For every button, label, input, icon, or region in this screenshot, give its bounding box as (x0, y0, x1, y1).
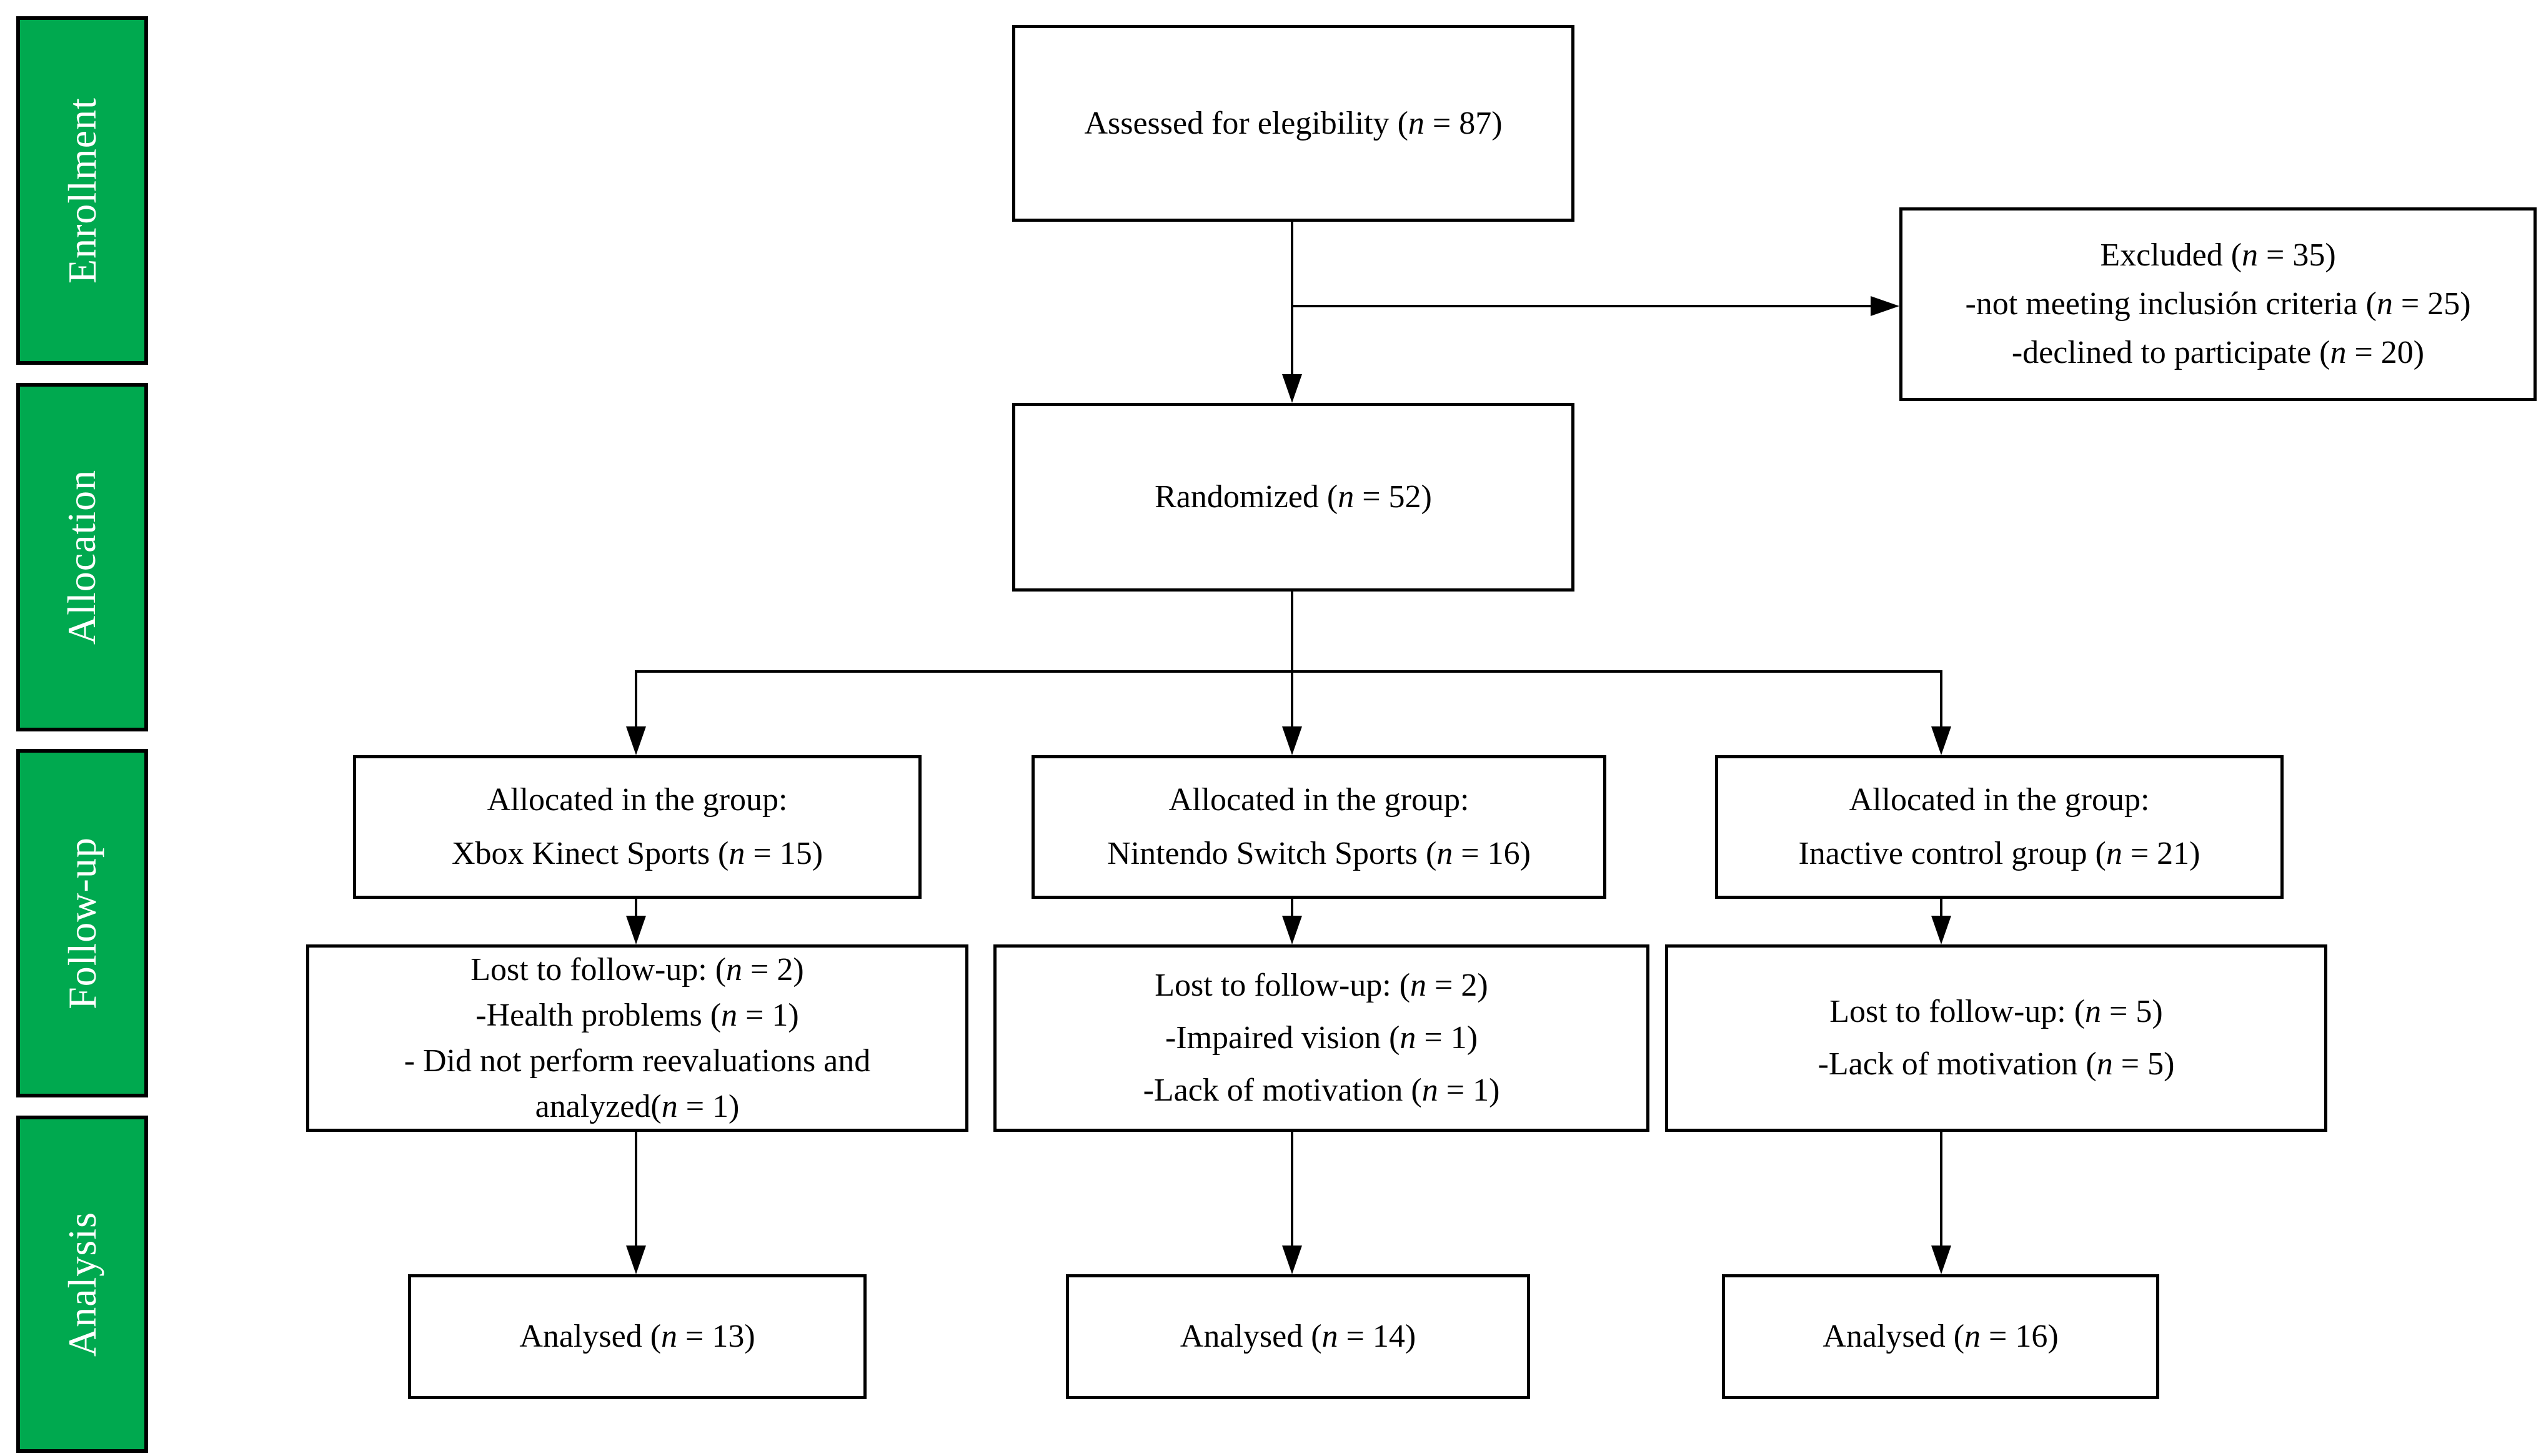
box-allocated-control: Allocated in the group: Inactive control… (1715, 755, 2284, 899)
stage-follow-up: Follow-up (16, 749, 148, 1097)
arrow-followup-to-analysis-right-line (1940, 1132, 1942, 1246)
box-excluded: Excluded (n = 35) -not meeting inclusión… (1899, 207, 2537, 401)
drop-right-line (1940, 670, 1942, 728)
drop-middle-line (1291, 670, 1293, 728)
lost-control-line-2: -Lack of motivation (n = 5) (1817, 1046, 2175, 1082)
allocated-xbox-line-1: Allocated in the group: (487, 782, 788, 818)
lost-nintendo-line-3: -Lack of motivation (n = 1) (1143, 1072, 1500, 1108)
box-randomized: Randomized (n = 52) (1012, 403, 1574, 592)
arrow-allocation-to-followup-middle-line (1291, 899, 1293, 918)
box-analysed-control: Analysed (n = 16) (1722, 1274, 2159, 1399)
arrow-allocation-to-followup-left-head (626, 916, 646, 944)
allocated-nintendo-line-2: Nintendo Switch Sports (n = 16) (1107, 836, 1531, 871)
drop-left-line (635, 670, 637, 728)
box-allocated-xbox: Allocated in the group: Xbox Kinect Spor… (353, 755, 922, 899)
analysed-nintendo-text: Analysed (n = 14) (1180, 1319, 1416, 1354)
arrow-followup-to-analysis-left-head (626, 1246, 646, 1274)
allocated-control-line-1: Allocated in the group: (1849, 782, 2150, 818)
arrow-assessed-to-randomized-line (1291, 222, 1293, 375)
drop-left-head (626, 726, 646, 755)
excluded-line-1: Excluded (n = 35) (2100, 237, 2336, 273)
stage-allocation: Allocation (16, 383, 148, 731)
assessed-text: Assessed for elegibility (n = 87) (1084, 105, 1503, 141)
stage-enrollment: Enrollment (16, 16, 148, 365)
stage-analysis-label: Analysis (59, 1212, 104, 1357)
lost-xbox-line-3: - Did not perform reevaluations and (404, 1043, 871, 1079)
box-analysed-nintendo: Analysed (n = 14) (1066, 1274, 1530, 1399)
box-lost-nintendo: Lost to follow-up: (n = 2) -Impaired vis… (993, 944, 1649, 1132)
stage-enrollment-label: Enrollment (59, 97, 104, 284)
arrow-to-excluded-head (1871, 296, 1899, 316)
lost-xbox-line-1: Lost to follow-up: (n = 2) (470, 952, 804, 988)
drop-middle-head (1282, 726, 1302, 755)
allocated-nintendo-line-1: Allocated in the group: (1168, 782, 1469, 818)
box-allocated-nintendo: Allocated in the group: Nintendo Switch … (1032, 755, 1606, 899)
randomized-text: Randomized (n = 52) (1155, 479, 1432, 515)
arrow-allocation-to-followup-middle-head (1282, 916, 1302, 944)
lost-control-line-1: Lost to follow-up: (n = 5) (1829, 994, 2163, 1029)
box-assessed: Assessed for elegibility (n = 87) (1012, 25, 1574, 222)
lost-nintendo-line-2: -Impaired vision (n = 1) (1165, 1020, 1478, 1056)
lost-nintendo-line-1: Lost to follow-up: (n = 2) (1155, 968, 1488, 1003)
stage-analysis: Analysis (16, 1116, 148, 1453)
drop-right-head (1931, 726, 1951, 755)
lost-xbox-line-2: -Health problems (n = 1) (475, 998, 799, 1033)
box-lost-xbox: Lost to follow-up: (n = 2) -Health probl… (306, 944, 968, 1132)
arrow-allocation-to-followup-right-head (1931, 916, 1951, 944)
arrow-allocation-to-followup-right-line (1940, 899, 1942, 918)
arrow-to-excluded-line (1291, 305, 1873, 307)
stage-follow-up-label: Follow-up (59, 837, 104, 1009)
arrow-assessed-to-randomized-head (1282, 374, 1302, 403)
excluded-line-2: -not meeting inclusión criteria (n = 25) (1965, 286, 2471, 322)
stage-allocation-label: Allocation (59, 469, 104, 645)
arrow-followup-to-analysis-middle-line (1291, 1132, 1293, 1246)
excluded-line-3: -declined to participate (n = 20) (2011, 335, 2425, 370)
lost-xbox-line-4: analyzed(n = 1) (535, 1089, 740, 1124)
analysed-control-text: Analysed (n = 16) (1822, 1319, 2059, 1354)
allocated-control-line-2: Inactive control group (n = 21) (1798, 836, 2200, 871)
arrow-allocation-to-followup-left-line (635, 899, 637, 918)
analysed-xbox-text: Analysed (n = 13) (519, 1319, 755, 1354)
box-lost-control: Lost to follow-up: (n = 5) -Lack of moti… (1665, 944, 2327, 1132)
arrow-randomized-down-line (1291, 592, 1293, 673)
distribution-bar (635, 670, 1942, 673)
allocated-xbox-line-2: Xbox Kinect Sports (n = 15) (451, 836, 823, 871)
box-analysed-xbox: Analysed (n = 13) (408, 1274, 867, 1399)
arrow-followup-to-analysis-right-head (1931, 1246, 1951, 1274)
arrow-followup-to-analysis-left-line (635, 1132, 637, 1246)
arrow-followup-to-analysis-middle-head (1282, 1246, 1302, 1274)
